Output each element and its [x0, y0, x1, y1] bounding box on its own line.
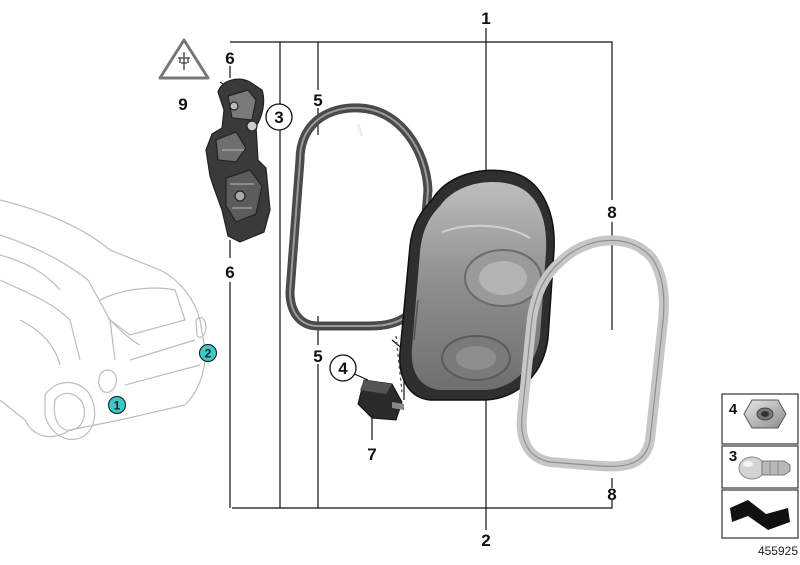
label-side-4: 4 [729, 401, 738, 418]
reference-number: 455925 [758, 544, 798, 558]
label-part-5-top: 5 [313, 91, 322, 110]
label-part-8-bottom: 8 [607, 485, 616, 504]
car-outline-illustration [0, 199, 207, 440]
hex-nut-icon [743, 399, 787, 429]
callout-1: 1 [108, 396, 126, 414]
bulb-carrier [205, 78, 271, 243]
label-part-9: 9 [178, 95, 187, 114]
label-part-2: 2 [481, 531, 490, 550]
bulb-icon [738, 456, 791, 480]
svg-text:1: 1 [114, 399, 121, 413]
label-part-6-top: 6 [225, 49, 234, 68]
callout-2: 2 [199, 344, 217, 362]
svg-text:2: 2 [205, 347, 212, 361]
svg-text:3: 3 [274, 108, 283, 127]
label-part-8-top: 8 [607, 203, 616, 222]
callout-3-circle: 3 [265, 103, 293, 131]
label-part-5-bottom: 5 [313, 347, 322, 366]
label-part-7: 7 [367, 445, 376, 464]
callout-4-circle: 4 [329, 354, 357, 382]
connector-module [357, 379, 404, 421]
wedge-symbol-icon [730, 500, 790, 530]
trim-frame [516, 235, 669, 472]
rear-light [395, 169, 555, 401]
svg-text:4: 4 [338, 359, 348, 378]
warning-plug-icon [158, 38, 210, 80]
label-part-1: 1 [481, 9, 490, 28]
label-part-6-bottom: 6 [225, 263, 234, 282]
label-side-3: 3 [729, 448, 737, 465]
gasket [285, 103, 433, 331]
